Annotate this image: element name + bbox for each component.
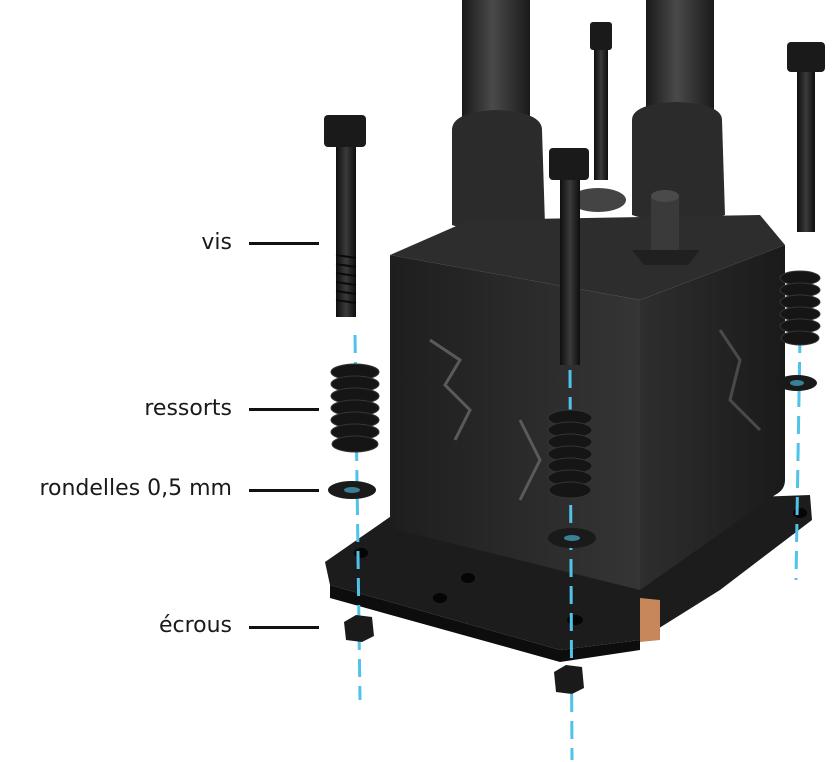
nuts (344, 615, 584, 694)
left-screw (324, 115, 366, 317)
leader-line-springs (249, 408, 319, 411)
label-springs: ressorts (144, 396, 232, 421)
leader-line-screw (249, 242, 319, 245)
right-screw (787, 42, 825, 232)
front-screw (549, 148, 589, 365)
back-screw (590, 22, 612, 180)
springs (330, 270, 821, 499)
leader-line-nuts (249, 626, 319, 629)
leader-line-washers (249, 489, 319, 492)
label-washers: rondelles 0,5 mm (39, 476, 232, 501)
label-nuts: écrous (158, 613, 232, 638)
label-screw: vis (201, 230, 232, 255)
washers (328, 375, 817, 548)
